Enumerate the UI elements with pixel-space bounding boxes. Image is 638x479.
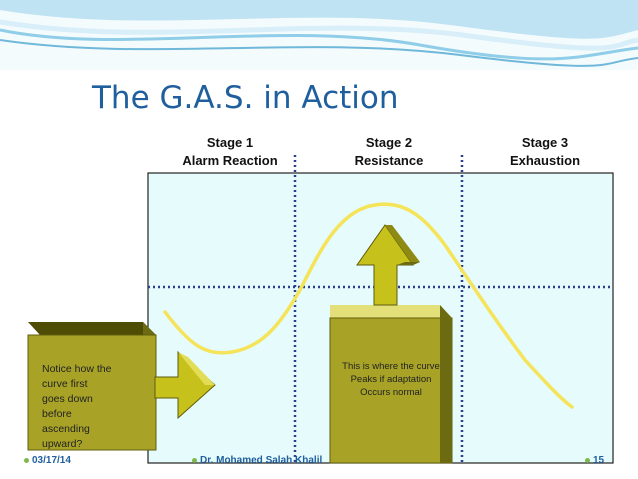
right-arrow bbox=[154, 350, 216, 420]
footer-author: Dr. Mohamed Salah Khalil bbox=[192, 455, 322, 466]
stage-3-number: Stage 3 bbox=[521, 135, 569, 150]
footer-date: 03/17/14 bbox=[24, 455, 71, 466]
peak-line: Occurs normal bbox=[360, 387, 422, 398]
bullet-icon bbox=[192, 457, 197, 463]
header-wave-decoration bbox=[0, 0, 638, 70]
notice-line: curve first bbox=[42, 378, 88, 390]
peak-block-front bbox=[329, 317, 453, 464]
footer-page-text: 15 bbox=[593, 455, 605, 466]
footer-page: 15 bbox=[585, 455, 604, 466]
stage-3-name: Exhaustion bbox=[509, 153, 581, 168]
stage-1-name: Alarm Reaction bbox=[182, 153, 278, 168]
notice-line: goes down bbox=[42, 393, 93, 405]
stage-1-label: Stage 1 Alarm Reaction bbox=[160, 134, 300, 170]
bullet-icon bbox=[585, 457, 590, 463]
notice-line: ascending bbox=[42, 423, 90, 435]
up-arrow bbox=[356, 224, 420, 306]
notice-block bbox=[27, 322, 157, 451]
stage-2-name: Resistance bbox=[354, 153, 424, 168]
peak-line: This is where the curve bbox=[342, 361, 440, 372]
notice-text: Notice how the curve first goes down bef… bbox=[42, 362, 142, 452]
stage-3-label: Stage 3 Exhaustion bbox=[475, 134, 615, 170]
notice-line: Notice how the bbox=[42, 363, 112, 375]
notice-block-front bbox=[28, 335, 156, 450]
stage-2-label: Stage 2 Resistance bbox=[319, 134, 459, 170]
notice-line: before bbox=[42, 408, 72, 420]
slide-title: The G.A.S. in Action bbox=[92, 80, 399, 116]
peak-block-top bbox=[330, 305, 452, 318]
peak-block-side bbox=[440, 305, 452, 463]
stress-curve bbox=[163, 202, 574, 409]
peak-block bbox=[329, 305, 453, 464]
footer-date-text: 03/17/14 bbox=[32, 455, 71, 466]
peak-text: This is where the curve Peaks if adaptat… bbox=[330, 360, 452, 399]
footer-author-text: Dr. Mohamed Salah Khalil bbox=[200, 455, 323, 466]
notice-line: upward? bbox=[42, 438, 83, 450]
stage-1-number: Stage 1 bbox=[206, 135, 254, 150]
bullet-icon bbox=[24, 457, 29, 463]
peak-line: Peaks if adaptation bbox=[350, 374, 432, 385]
stage-2-number: Stage 2 bbox=[365, 135, 413, 150]
notice-block-top bbox=[28, 322, 156, 335]
